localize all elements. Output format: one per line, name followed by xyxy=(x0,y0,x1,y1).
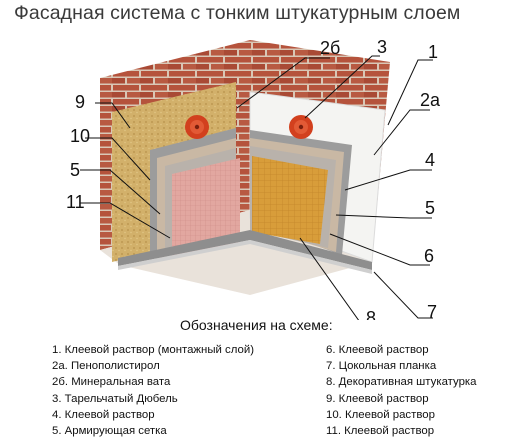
callout-labels: 9 10 5 11 2б 3 1 2а 4 5 6 8 7 xyxy=(66,37,441,320)
callout-1: 1 xyxy=(428,42,438,62)
callout-10: 10 xyxy=(70,126,90,146)
dowel-left-icon xyxy=(185,115,209,139)
callout-5-left: 5 xyxy=(70,160,80,180)
legend-item: 2б. Минеральная вата xyxy=(52,376,171,389)
legend-list-right: 6. Клеевой раствор 7. Цокольная планка 8… xyxy=(326,342,476,439)
legend-item: 5. Армирующая сетка xyxy=(52,425,167,438)
legend-item: 10. Клеевой раствор xyxy=(326,408,435,421)
legend-list-left: 1. Клеевой раствор (монтажный слой) 2а. … xyxy=(52,342,254,439)
callout-7: 7 xyxy=(427,302,437,320)
leader-lines xyxy=(80,55,433,320)
legend-item: 1. Клеевой раствор (монтажный слой) xyxy=(52,344,255,356)
callout-2a: 2а xyxy=(420,90,441,110)
base-profile xyxy=(118,230,372,274)
decorative-plaster-yellow xyxy=(252,156,328,244)
facade-diagram: 9 10 5 11 2б 3 1 2а 4 5 6 8 7 xyxy=(66,37,441,320)
right-wing-layers xyxy=(249,91,386,263)
legend-item: 6. Клеевой раствор xyxy=(326,344,429,356)
decorative-plaster-pink xyxy=(172,158,240,258)
callout-3: 3 xyxy=(377,37,387,57)
callout-4: 4 xyxy=(425,150,435,170)
floor-slab xyxy=(100,210,372,295)
callout-8: 8 xyxy=(366,308,376,320)
legend-item: 2а. Пенополистирол xyxy=(52,360,160,373)
callout-9: 9 xyxy=(75,92,85,112)
legend-item: 9. Клеевой раствор xyxy=(326,392,429,405)
legend-item: 11. Клеевой раствор xyxy=(326,425,435,438)
callout-6: 6 xyxy=(424,246,434,266)
left-wing-layers xyxy=(112,82,240,262)
diagram-title: Фасадная система с тонким штукатурным сл… xyxy=(14,2,461,24)
legend-title: Обозначения на схеме: xyxy=(180,317,333,333)
legend-item: 7. Цокольная планка xyxy=(326,360,437,373)
legend-item: 3. Тарельчатый Дюбель xyxy=(52,392,178,405)
callout-5-right: 5 xyxy=(425,198,435,218)
legend-item: 4. Клеевой раствор xyxy=(52,408,155,421)
legend-item: 8. Декоративная штукатурка xyxy=(326,376,477,389)
callout-2b: 2б xyxy=(320,38,340,58)
dowel-right-icon xyxy=(289,115,313,139)
callout-11: 11 xyxy=(66,192,85,212)
